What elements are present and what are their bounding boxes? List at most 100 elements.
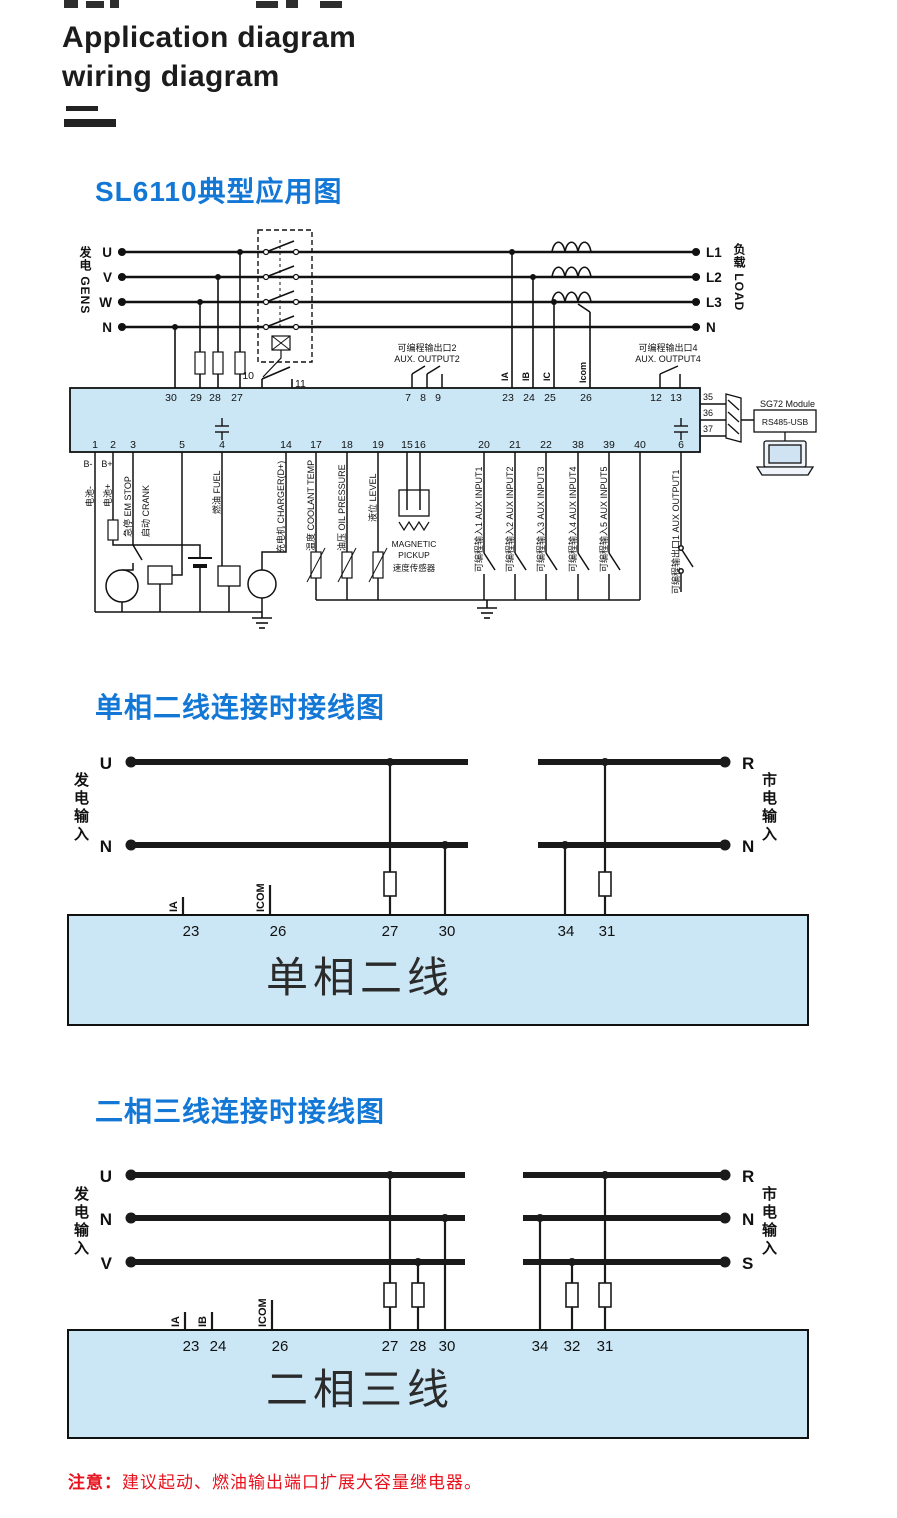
terminal-number: 35 [703, 392, 713, 402]
terminal-number: 11 [295, 378, 306, 390]
terminal-number: 10 [242, 370, 254, 382]
note-text: 建议起动、燃油输出端口扩展大容量继电器。 [122, 1473, 482, 1492]
power-lines [128, 1172, 728, 1265]
line-label: N [742, 1210, 754, 1229]
terminal-number: 26 [272, 1338, 289, 1355]
junction-dots [386, 1171, 609, 1266]
gen-phase-label: W [99, 295, 112, 310]
function-label: 温度 COOLANT TEMP [305, 460, 316, 551]
terminal-number: 21 [509, 439, 521, 451]
terminal-number: 4 [219, 439, 225, 451]
mains-input-label: 市电输入 [760, 772, 777, 844]
terminal-number: 2 [110, 439, 116, 451]
line-label: U [100, 1167, 112, 1186]
terminal-number: 25 [544, 392, 556, 404]
gen-phase-label: V [103, 270, 112, 285]
pickup-label: PICKUP [398, 550, 430, 560]
aux-output2-contacts [411, 365, 443, 388]
power-lines [128, 759, 728, 848]
controller-box [67, 914, 809, 1026]
terminal-number: 15 [401, 439, 413, 451]
breaker-symbol [257, 229, 313, 378]
laptop-icon [755, 432, 815, 476]
two-phase-diagram: U N V R N S IA IB ICOM 23 24 26 27 28 30… [67, 1167, 809, 1439]
ct-label: IA [170, 1316, 182, 1327]
line-label: N [742, 837, 754, 856]
box-title: 单相二线 [266, 956, 454, 1002]
title-underline-mark [64, 103, 184, 131]
terminal-number: 27 [231, 392, 243, 404]
function-label: 电池+ [102, 484, 113, 507]
terminal-number: 14 [280, 439, 292, 451]
gen-input-label: 发电输入 [72, 1186, 89, 1258]
function-label: 可编程输出口1 AUX OUTPUT1 [670, 469, 681, 594]
fuse-symbols [383, 1282, 612, 1308]
ground-symbol-inputs [477, 600, 497, 619]
terminal-number: 28 [209, 392, 221, 404]
pickup-label: 速度传感器 [393, 563, 436, 573]
terminal-number: 1 [92, 439, 98, 451]
junction-dots [386, 758, 609, 849]
line-label: V [101, 1254, 113, 1273]
function-label: 充电机 CHARGER(D+) [275, 461, 286, 553]
line-label: U [100, 754, 112, 773]
internal-contact-marks [215, 418, 688, 440]
function-label: 可编程输入3 AUX INPUT3 [535, 466, 546, 572]
load-phase-label: L3 [706, 295, 722, 310]
terminal-number: 37 [703, 424, 713, 434]
ct-label: IA [500, 371, 510, 381]
terminal-number: 16 [414, 439, 426, 451]
breaker-aux-contact [261, 366, 293, 388]
terminal-number: 29 [190, 392, 202, 404]
gen-input-label: 发电输入 [72, 772, 89, 844]
line-label: N [100, 837, 112, 856]
line-label: S [742, 1254, 753, 1273]
terminal-number: 7 [405, 392, 411, 404]
aux-output4-label-en: AUX. OUTPUT4 [635, 354, 701, 364]
load-phase-label: L2 [706, 270, 722, 285]
aux-output2-label-cn: 可编程输出口2 [397, 342, 456, 353]
section1-heading: SL6110典型应用图 [95, 176, 343, 207]
terminal-number: 31 [597, 1338, 614, 1355]
terminal-number: 38 [572, 439, 584, 451]
terminal-number: 24 [523, 392, 535, 404]
mains-input-taps [174, 252, 241, 388]
junction-dots [172, 249, 557, 330]
aux-output4-contacts [659, 365, 681, 388]
terminal-number: 5 [179, 439, 185, 451]
line-end-dots [125, 1169, 731, 1268]
line-label: R [742, 754, 754, 773]
controller-box [67, 1329, 809, 1439]
phase-lines [118, 250, 700, 329]
function-label: 急停 EM STOP [122, 476, 133, 537]
rs485-usb-label: RS485-USB [762, 417, 809, 427]
current-transformers [511, 241, 592, 388]
section3-heading: 二相三线连接时接线图 [95, 1096, 386, 1127]
terminal-number: 28 [410, 1338, 427, 1355]
terminal-number: 32 [564, 1338, 581, 1355]
ct-label: ICOM [255, 883, 267, 912]
page-title-line2: wiring diagram [62, 60, 280, 93]
aux-output4-label-cn: 可编程输出口4 [638, 342, 697, 353]
load-side-label: 负载 LOAD [732, 243, 746, 312]
function-label: 电池- [84, 486, 95, 507]
terminal-number: 20 [478, 439, 490, 451]
terminal-number: 30 [439, 923, 456, 940]
magnetic-pickup-symbol [398, 452, 430, 532]
single-phase-diagram: U N R N IA ICOM 23 26 27 30 34 31 单相二线 [67, 754, 809, 1026]
terminal-number: 40 [634, 439, 646, 451]
terminal-number: 23 [183, 923, 200, 940]
underline-bar-top [66, 106, 98, 111]
ground-symbol-left [252, 612, 272, 629]
terminal-number: 8 [420, 392, 426, 404]
terminal-number: 13 [670, 392, 682, 404]
terminal-number: 3 [130, 439, 136, 451]
page-title-line1: Application diagram [62, 21, 357, 54]
terminal-number: 12 [650, 392, 662, 404]
load-phase-label: L1 [706, 245, 722, 260]
note: 注意：建议起动、燃油输出端口扩展大容量继电器。 [68, 1468, 482, 1493]
function-label: 可编程输入1 AUX INPUT1 [473, 466, 484, 572]
ct-label: ICOM [257, 1298, 269, 1327]
sensor-wiring [306, 452, 640, 601]
function-label: 可编程输入2 AUX INPUT2 [504, 466, 515, 572]
